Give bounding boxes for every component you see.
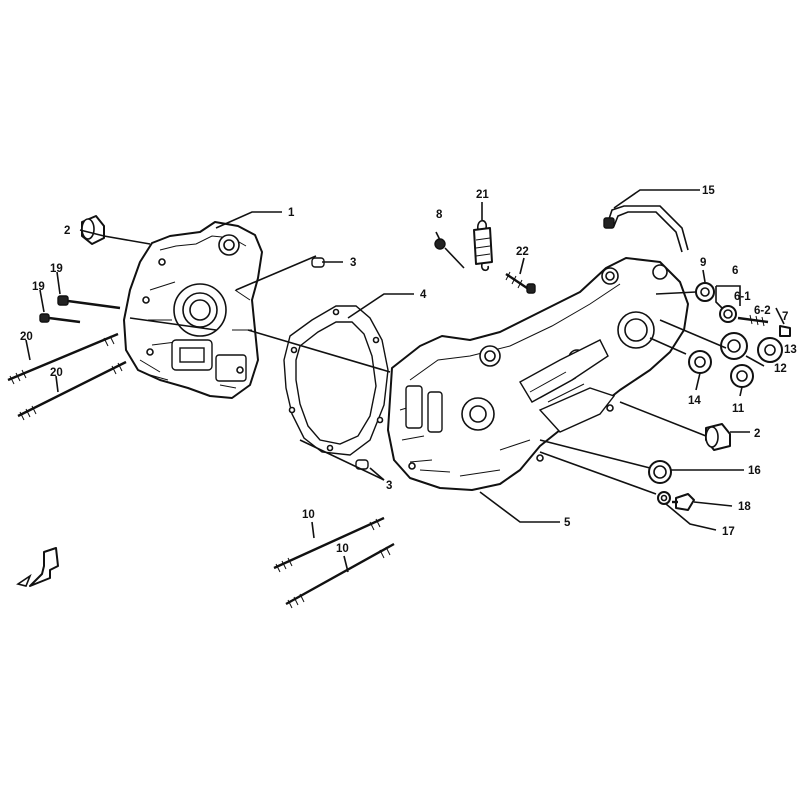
bearing-13 — [757, 337, 783, 363]
callout-20-lower: 20 — [50, 367, 63, 379]
shaft-6-2 — [737, 314, 769, 327]
callout-12: 12 — [774, 363, 787, 375]
right-crankcase-half — [387, 257, 689, 491]
callout-6: 6 — [732, 265, 738, 277]
left-crankcase-half — [123, 221, 263, 399]
callout-3-lower: 3 — [386, 480, 392, 492]
washer-17 — [657, 491, 671, 505]
gasket-4 — [283, 305, 389, 456]
callout-10-lower: 10 — [336, 543, 349, 555]
callout-13: 13 — [784, 344, 797, 356]
callout-19-lower: 19 — [32, 281, 45, 293]
drain-bolt-18 — [672, 493, 695, 511]
callout-11: 11 — [732, 403, 745, 415]
callout-19-upper: 19 — [50, 263, 63, 275]
bolt-22 — [505, 271, 536, 294]
callout-8: 8 — [436, 209, 443, 221]
bearing-12 — [720, 332, 748, 360]
callout-17: 17 — [722, 526, 735, 538]
callout-4: 4 — [420, 289, 427, 301]
oil-seal-16 — [648, 460, 672, 484]
callout-16: 16 — [748, 465, 761, 477]
bearing-14 — [688, 350, 712, 374]
callout-20-upper: 20 — [20, 331, 33, 343]
oil-seal-6-1 — [719, 305, 737, 323]
callout-9: 9 — [700, 257, 706, 269]
callout-21: 21 — [476, 189, 489, 201]
bolt-19-upper — [57, 295, 121, 310]
stud-20-lower — [17, 360, 127, 421]
callout-15: 15 — [702, 185, 715, 197]
front-direction-arrow-icon — [16, 547, 59, 587]
callout-5: 5 — [564, 517, 571, 529]
leader-lines — [25, 189, 785, 573]
callout-7: 7 — [782, 311, 788, 323]
callout-2-right: 2 — [754, 428, 760, 440]
bushing-2-left — [81, 215, 105, 245]
spring-21 — [473, 219, 493, 272]
stud-10-lower — [285, 542, 395, 609]
callout-3-upper: 3 — [350, 257, 356, 269]
callout-14: 14 — [688, 395, 701, 407]
cap-7 — [779, 325, 791, 337]
callout-22: 22 — [516, 246, 529, 258]
callout-6-2: 6-2 — [754, 305, 771, 317]
callout-2-left: 2 — [64, 225, 70, 237]
callout-10-upper: 10 — [302, 509, 315, 521]
bushing-2-right — [705, 423, 731, 451]
oil-seal-9 — [695, 282, 715, 302]
callout-6-1: 6-1 — [734, 291, 751, 303]
callout-18: 18 — [738, 501, 751, 513]
stud-10-upper — [273, 516, 385, 573]
callout-labels: 1 2 2 3 3 4 5 6 6-1 6-2 7 8 9 10 10 11 1… — [20, 185, 797, 555]
callout-1: 1 — [288, 207, 295, 219]
bearing-11 — [730, 364, 754, 388]
bolt-19-lower — [39, 313, 81, 324]
stud-20-upper — [7, 332, 119, 385]
breather-hose-15 — [603, 205, 689, 253]
ball-8 — [434, 238, 446, 250]
